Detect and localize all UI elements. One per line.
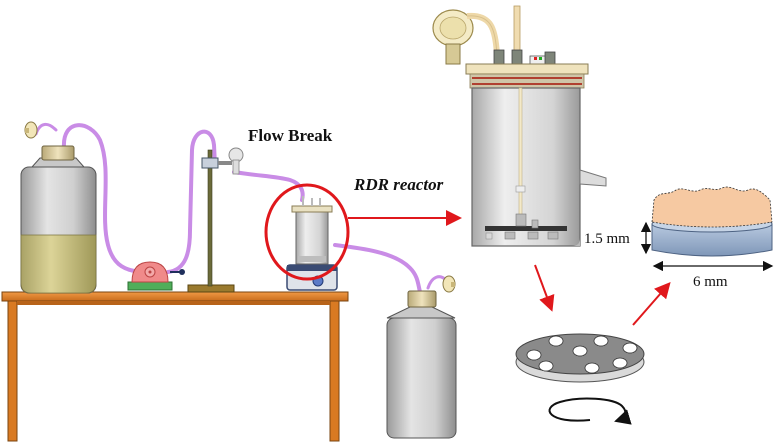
flow-break-label: Flow Break (248, 126, 333, 145)
dimension-lines (640, 221, 774, 272)
height-dimension-label: 1.5 mm (584, 231, 630, 247)
flow-arrows (348, 210, 671, 326)
biofilm-layer (651, 186, 773, 228)
zoom-arrow-coupon (632, 281, 671, 326)
rotating-disc (515, 333, 645, 383)
silicone-tubing (34, 123, 448, 294)
reactor-highlight-ring (264, 183, 350, 281)
diameter-dimension-label: 6 mm (693, 274, 728, 290)
air-filter-icon (442, 275, 456, 293)
air-filter-icon (432, 9, 474, 65)
zoom-arrow-disc (534, 264, 555, 312)
medium-bottle (20, 121, 97, 294)
ring-stand (187, 149, 235, 293)
waste-bottle (386, 275, 457, 439)
small-rdr-reactor (291, 196, 333, 265)
air-filter-icon (24, 121, 38, 139)
flow-break (228, 147, 244, 175)
biofilm-coupon (651, 186, 773, 257)
peristaltic-pump-icon (127, 261, 185, 291)
coupon-slot (526, 335, 638, 374)
large-rdr-reactor (432, 5, 607, 247)
lab-table (1, 291, 349, 442)
rdr-reactor-label: RDR reactor (353, 175, 444, 194)
rotation-arrow-icon (548, 397, 632, 425)
